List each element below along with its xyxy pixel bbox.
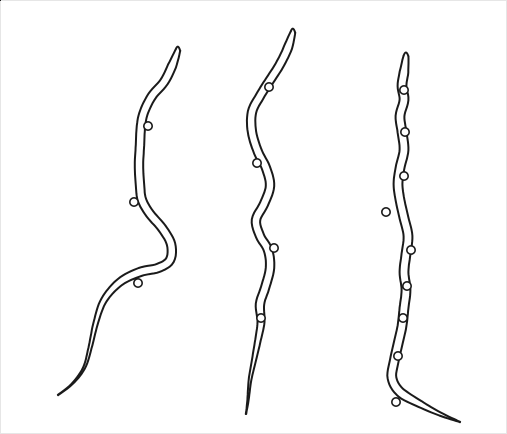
snake-middle-contact-marker [265, 83, 273, 91]
snake-right-contact-marker [399, 314, 407, 322]
snake-right-contact-marker [400, 172, 408, 180]
snake-left-body-edge-left [58, 49, 176, 395]
snake-middle-contact-marker [257, 314, 265, 322]
snake-right-contact-marker [382, 208, 390, 216]
snake-middle [0, 0, 295, 414]
snake-middle-contact-marker [270, 244, 278, 252]
snake-left-head [176, 47, 180, 51]
snake-left-contact-marker [134, 279, 142, 287]
snake-right-contact-marker [401, 128, 409, 136]
snake-right-contact-marker [392, 398, 400, 406]
snake-right-contact-marker [394, 352, 402, 360]
snake-middle-contact-marker [253, 159, 261, 167]
snake-right-contact-marker [400, 86, 408, 94]
snake-left [0, 0, 180, 395]
snake-right-contact-marker [407, 246, 415, 254]
snake-left-body-edge-right [58, 51, 180, 395]
snake-left-contact-marker [144, 122, 152, 130]
snake-right-contact-marker [403, 282, 411, 290]
snake-right [0, 0, 460, 422]
snake-left-contact-marker [130, 198, 138, 206]
snake-right-body-edge-right [396, 56, 460, 422]
snake-right-head [404, 52, 409, 56]
